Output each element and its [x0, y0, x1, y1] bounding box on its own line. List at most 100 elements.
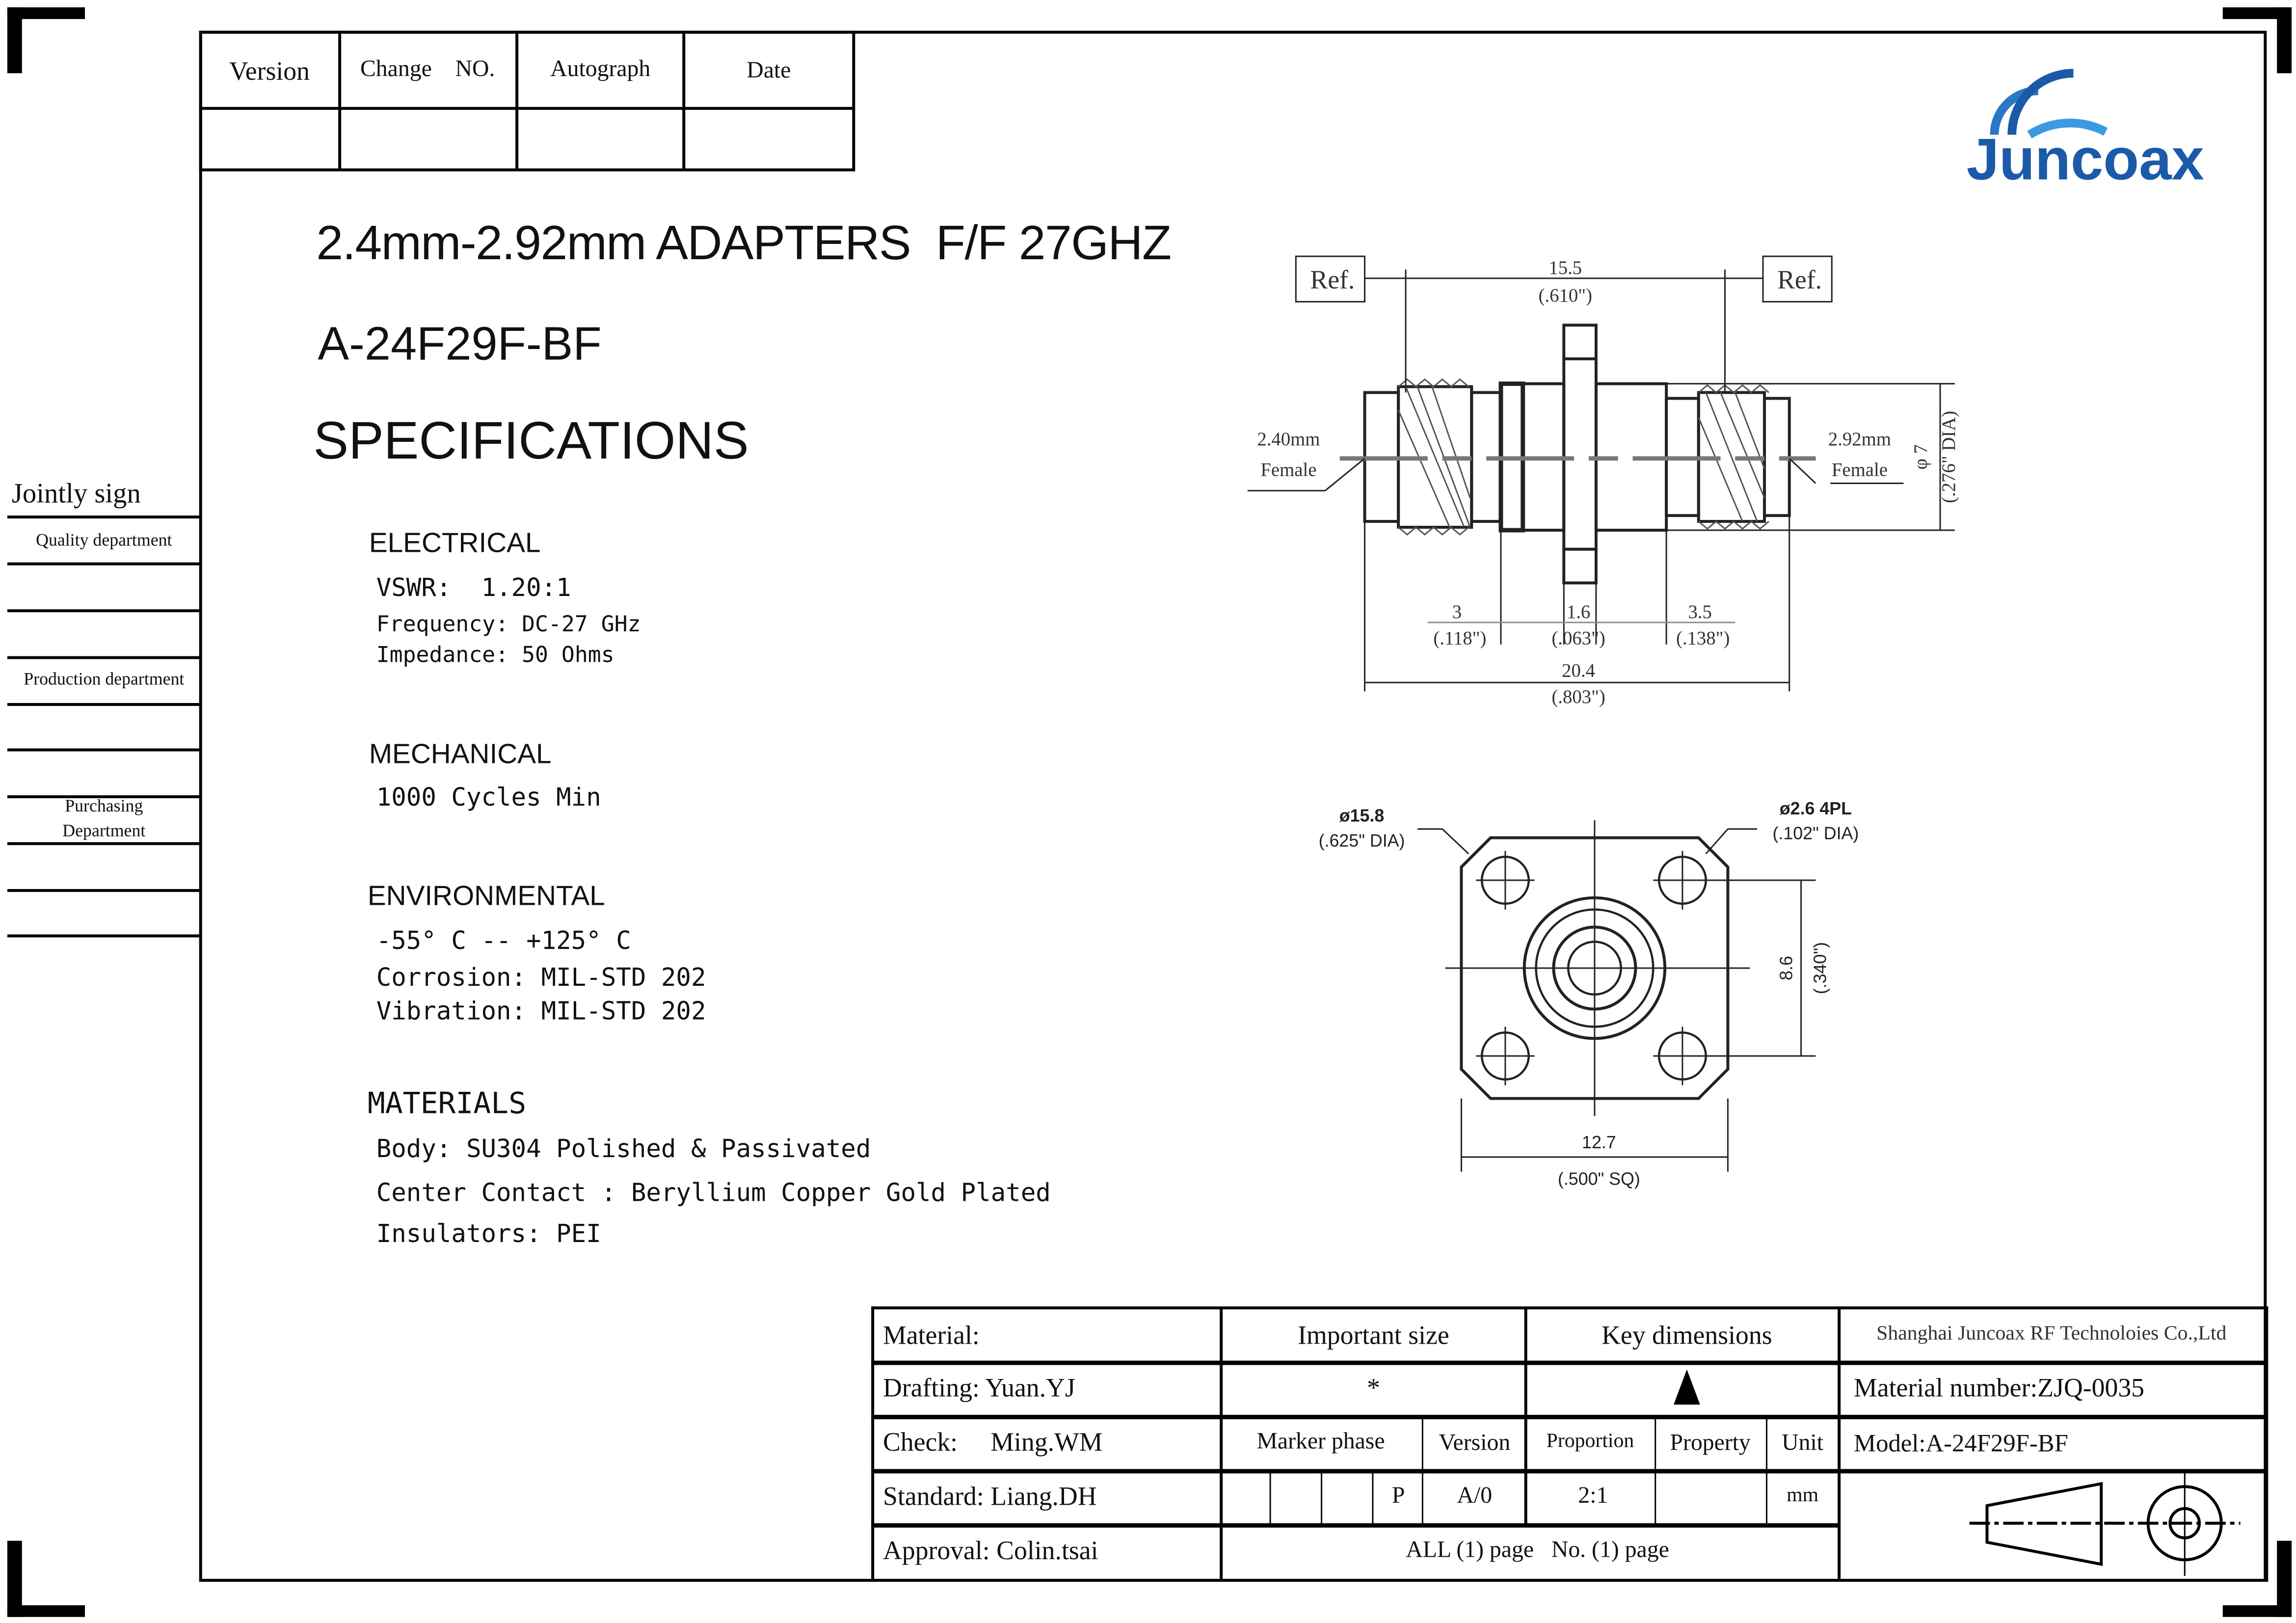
spec-vibration: Vibration: MIL-STD 202: [376, 997, 706, 1027]
spec-temperature: -55° C -- +125° C: [376, 927, 631, 957]
proportion-value: 2:1: [1578, 1484, 1608, 1509]
standard-field: Standard: Liang.DH: [882, 1481, 1097, 1511]
corner-mark-tl: [7, 7, 85, 19]
dim-c: 3.5: [1688, 601, 1711, 622]
dept-quality: Quality department: [36, 529, 172, 550]
square-size-in: (.500" SQ): [1558, 1169, 1640, 1189]
corner-mark-tr: [2222, 7, 2292, 19]
divider: [1655, 1416, 1656, 1525]
property-label: Property: [1670, 1431, 1751, 1456]
spec-cycles: 1000 Cycles Min: [376, 784, 601, 813]
divider: [515, 30, 519, 169]
divider: [871, 1360, 2266, 1365]
key-dimensions-label: Key dimensions: [1602, 1320, 1772, 1350]
hole-spacing-in: (.340"): [1810, 942, 1830, 994]
dim-a-in: (.118"): [1433, 628, 1486, 649]
dim-ref-length-in: (.610"): [1539, 285, 1592, 306]
revision-header-date: Date: [747, 58, 791, 84]
divider: [871, 1414, 2266, 1419]
marker-phase-label: Marker phase: [1256, 1429, 1385, 1455]
dim-total-in: (.803"): [1551, 686, 1605, 707]
dim-diameter: φ 7: [1910, 444, 1931, 469]
jointly-sign-title: Jointly sign: [11, 479, 141, 510]
dept-purchasing: Purchasing Department: [62, 795, 146, 841]
divider: [199, 107, 853, 110]
hole-dia: ø2.6 4PL: [1780, 799, 1852, 818]
divider: [871, 1523, 1840, 1527]
left-connector-size: 2.40mm: [1257, 429, 1320, 450]
title-block: [871, 1306, 2269, 1582]
left-connector-gender: Female: [1260, 460, 1316, 481]
divider: [1372, 1470, 1374, 1525]
dim-b-in: (.063"): [1551, 628, 1605, 649]
spec-vswr: VSWR: 1.20:1: [376, 574, 571, 604]
material-label: Material:: [882, 1320, 980, 1350]
right-connector-size: 2.92mm: [1828, 429, 1891, 450]
unit-value: mm: [1787, 1485, 1819, 1507]
divider: [1321, 1470, 1323, 1525]
square-size: 12.7: [1582, 1133, 1616, 1152]
divider: [7, 656, 201, 659]
spec-corrosion: Corrosion: MIL-STD 202: [376, 964, 706, 993]
unit-label: Unit: [1782, 1431, 1824, 1456]
ref-label-left: Ref.: [1310, 265, 1355, 295]
dim-c-in: (.138"): [1676, 628, 1730, 649]
revision-header-autograph: Autograph: [550, 57, 651, 82]
divider: [1421, 1416, 1423, 1525]
dept-production: Production department: [24, 668, 185, 689]
main-frame: [199, 30, 2267, 1582]
divider: [7, 748, 201, 752]
version-label: Version: [1439, 1431, 1511, 1456]
company-name: Shanghai Juncoax RF Technoloies Co.,Ltd: [1876, 1323, 2227, 1346]
divider: [7, 934, 201, 938]
dim-b: 1.6: [1567, 601, 1590, 622]
divider: [7, 889, 201, 892]
divider: [7, 515, 201, 519]
divider: [1269, 1470, 1271, 1525]
corner-mark-bl: [7, 1605, 85, 1617]
drafting-field: Drafting: Yuan.YJ: [882, 1373, 1075, 1403]
divider: [1220, 1306, 1222, 1579]
dim-total: 20.4: [1562, 660, 1595, 681]
divider: [7, 562, 201, 566]
important-size-mark: *: [1367, 1373, 1380, 1403]
company-logo: Juncoax: [1966, 128, 2204, 193]
front-dia-in: (.625" DIA): [1319, 831, 1405, 850]
divider: [1838, 1306, 1840, 1579]
approval-field: Approval: Colin.tsai: [882, 1536, 1098, 1565]
divider: [871, 1469, 2266, 1473]
revision-header-version: Version: [229, 56, 310, 86]
divider: [1765, 1416, 1767, 1525]
corner-mark-bl: [7, 1541, 22, 1617]
ref-label-right: Ref.: [1777, 265, 1822, 295]
material-number: Material number:ZJQ-0035: [1853, 1373, 2145, 1403]
divider: [7, 842, 201, 845]
spec-center-contact: Center Contact : Beryllium Copper Gold P…: [376, 1179, 1051, 1209]
model-title: A-24F29F-BF: [318, 317, 602, 370]
dim-ref-length: 15.5: [1548, 257, 1582, 278]
divider: [7, 609, 201, 613]
divider: [682, 30, 686, 169]
divider: [338, 30, 342, 169]
right-connector-gender: Female: [1832, 460, 1888, 481]
model-field: Model:A-24F29F-BF: [1853, 1429, 2068, 1458]
dim-diameter-in: (.276" DIA): [1938, 411, 1959, 503]
electrical-heading: ELECTRICAL: [369, 529, 541, 560]
environmental-heading: ENVIRONMENTAL: [367, 882, 605, 913]
check-field: Check: Ming.WM: [882, 1427, 1103, 1457]
spec-body: Body: SU304 Polished & Passivated: [376, 1135, 871, 1164]
front-dia: ø15.8: [1339, 806, 1385, 826]
corner-mark-br: [2277, 1541, 2292, 1617]
divider: [7, 795, 201, 798]
spec-frequency: Frequency: DC-27 GHz: [376, 611, 641, 637]
product-title: 2.4mm-2.92mm ADAPTERS F/F 27GHZ: [316, 215, 1172, 270]
dim-a: 3: [1452, 601, 1462, 622]
hole-spacing: 8.6: [1777, 956, 1796, 980]
spec-impedance: Impedance: 50 Ohms: [376, 641, 614, 668]
marker-phase-value: P: [1391, 1484, 1405, 1509]
hole-dia-in: (.102" DIA): [1772, 823, 1859, 843]
